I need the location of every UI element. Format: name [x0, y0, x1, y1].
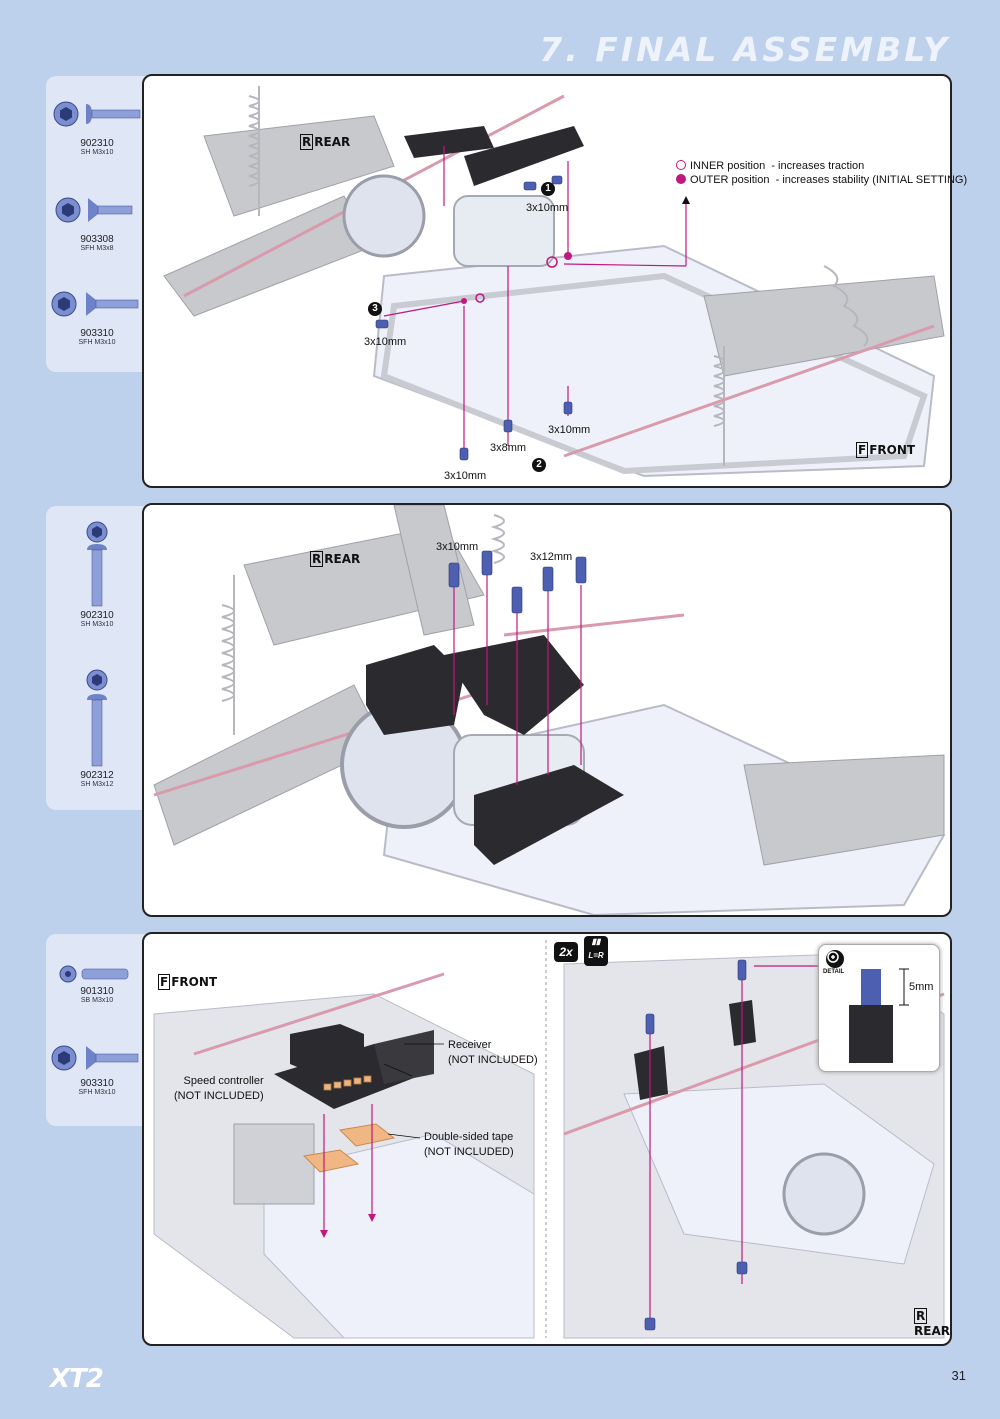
speed-controller-label-line: (NOT INCLUDED): [174, 1090, 264, 1102]
detail-callout: DETAIL 5mm: [818, 944, 940, 1072]
magnifier-icon: [826, 950, 844, 968]
screw-size-label: 3x10mm: [548, 424, 591, 436]
screw-size-label: 3x10mm: [436, 541, 479, 553]
step-number: 1: [541, 182, 555, 196]
part-item: 903310 SFH M3x10: [46, 288, 148, 347]
brand-logo: XT2: [50, 1364, 104, 1394]
part-desc: SFH M3x8: [80, 245, 114, 252]
legend-outer-desc: - increases stability (INITIAL SETTING): [775, 174, 968, 186]
speed-controller-label: Speed controller (NOT INCLUDED): [174, 1074, 264, 1104]
button-head-screw-icon: [53, 101, 141, 127]
legend-inner-desc: - increases traction: [771, 160, 865, 172]
rear-label-text: REAR: [914, 1324, 950, 1338]
flat-head-screw-icon: [51, 1045, 139, 1071]
part-code: 902310: [80, 138, 114, 149]
wheels-icon: ▮▮: [591, 937, 601, 946]
outline-dot-icon: [676, 160, 686, 170]
part-desc: SH M3x12: [80, 781, 114, 788]
chassis-illustration: [153, 505, 946, 915]
part-code: 902312: [80, 770, 114, 781]
step-number: 2: [532, 458, 546, 472]
screw-size-label: 3x12mm: [530, 551, 573, 563]
step-number: 3: [368, 302, 382, 316]
part-code: 902310: [80, 610, 114, 621]
legend-outer: OUTER position - increases stability (IN…: [676, 174, 967, 186]
detail-label: DETAIL: [823, 969, 845, 975]
part-item: 902312 SH M3x12: [46, 666, 148, 789]
front-label-text: FRONT: [869, 443, 916, 457]
part-desc: SH M3x10: [80, 149, 114, 156]
part-code: 903310: [80, 1078, 114, 1089]
tape-label: Double-sided tape (NOT INCLUDED): [424, 1130, 514, 1160]
flat-head-screw-icon: [51, 291, 139, 317]
part-item: 903310 SFH M3x10: [46, 1042, 148, 1097]
page-number: 31: [951, 1368, 966, 1383]
receiver-label-line: Receiver: [448, 1039, 492, 1051]
parts-sidebar-3: 901310 SB M3x10 903310 SFH M3x10: [46, 934, 148, 1126]
part-code: 903310: [80, 328, 114, 339]
rear-label: RREAR: [914, 1308, 950, 1338]
socket-screw-icon: [59, 965, 129, 983]
part-code: 901310: [80, 986, 114, 997]
legend-inner: INNER position - increases traction: [676, 160, 967, 172]
front-label-text: FRONT: [171, 975, 218, 989]
chassis-illustration: [153, 940, 945, 1339]
left-right-badge-text: L=R: [588, 951, 604, 960]
legend-inner-label: INNER position: [690, 160, 766, 172]
button-head-screw-icon: [86, 521, 108, 607]
speed-controller-label-line: Speed controller: [183, 1075, 264, 1087]
parts-sidebar-1: 902310 SH M3x10 903308 SFH M3x8 903310 S…: [46, 76, 148, 372]
tape-label-line: (NOT INCLUDED): [424, 1146, 514, 1158]
tape-label-line: Double-sided tape: [424, 1131, 514, 1143]
flat-head-screw-icon: [55, 197, 133, 223]
screw-size-label: 3x10mm: [526, 202, 569, 214]
page-title: 7. FINAL ASSEMBLY: [539, 30, 950, 69]
detail-dimension: 5mm: [909, 981, 934, 993]
quantity-badge: 2x: [554, 942, 578, 962]
legend-outer-label: OUTER position: [690, 174, 770, 186]
part-code: 903308: [80, 234, 114, 245]
screw-size-label: 3x8mm: [490, 442, 527, 454]
screw-size-label: 3x10mm: [364, 336, 407, 348]
filled-dot-icon: [676, 174, 686, 184]
part-desc: SH M3x10: [80, 621, 114, 628]
position-legend: INNER position - increases traction OUTE…: [676, 160, 967, 188]
part-item: 902310 SH M3x10: [46, 98, 148, 157]
rear-label-text: REAR: [314, 135, 351, 149]
part-desc: SB M3x10: [80, 997, 114, 1004]
parts-sidebar-2: 902310 SH M3x10 902312 SH M3x12: [46, 506, 148, 810]
receiver-label: Receiver (NOT INCLUDED): [448, 1038, 538, 1068]
part-item: 902310 SH M3x10: [46, 518, 148, 629]
receiver-label-line: (NOT INCLUDED): [448, 1054, 538, 1066]
left-right-badge: ▮▮ L=R: [584, 936, 608, 966]
button-head-screw-icon: [86, 669, 108, 767]
part-item: 903308 SFH M3x8: [46, 194, 148, 253]
part-desc: SFH M3x10: [78, 1089, 116, 1096]
chassis-illustration: [163, 86, 945, 478]
detail-illustration: [826, 950, 909, 1063]
part-desc: SFH M3x10: [78, 339, 116, 346]
rear-label-text: REAR: [324, 552, 361, 566]
screw-size-label: 3x10mm: [444, 470, 487, 482]
part-item: 901310 SB M3x10: [46, 964, 148, 1005]
